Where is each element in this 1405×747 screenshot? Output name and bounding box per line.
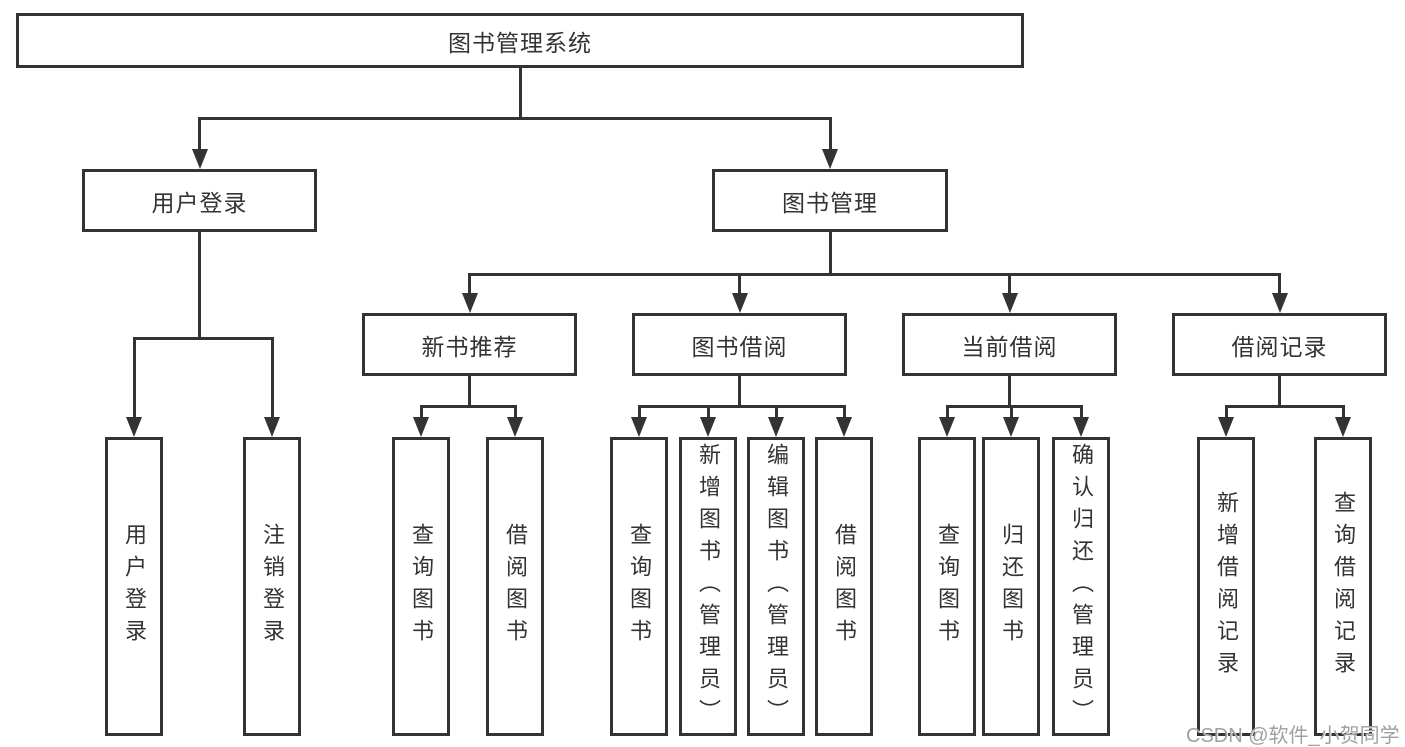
leaf-cb-return-books: 归还图书 <box>982 437 1040 736</box>
arrow-to-leaf-logout <box>270 337 274 417</box>
arrow-to-cb-return-books <box>1009 405 1013 417</box>
connector-user-login-stem <box>198 232 201 339</box>
leaf-logout: 注销登录 <box>243 437 301 736</box>
arrow-to-cb-confirm-return <box>1079 405 1083 417</box>
node-root: 图书管理系统 <box>16 13 1024 68</box>
arrow-to-user-login <box>198 117 201 149</box>
arrow-to-bb-add-book <box>706 405 710 417</box>
leaf-bb-edit-book-admin: 编辑图书（管理员） <box>747 437 805 736</box>
node-current-borrowing: 当前借阅 <box>902 313 1117 376</box>
leaf-cb-confirm-return-admin: 确认归还（管理员） <box>1052 437 1110 736</box>
connector-book-mgmt-stem <box>828 232 832 275</box>
connector-records-hline <box>1224 405 1345 408</box>
arrow-to-cb-query-books <box>945 405 949 417</box>
arrow-to-rec-query-books <box>419 405 423 417</box>
arrow-to-br-add-record <box>1224 405 1228 417</box>
leaf-rec-query-books: 查询图书 <box>392 437 450 736</box>
connector-user-login-hline <box>132 337 274 340</box>
connector-borrowing-hline <box>637 405 846 408</box>
arrow-to-book-management <box>828 117 832 149</box>
leaf-bb-borrow-books: 借阅图书 <box>815 437 873 736</box>
arrow-to-new-book-recommend <box>468 273 471 293</box>
connector-records-stem <box>1278 376 1281 407</box>
arrow-to-leaf-user-login <box>132 337 136 417</box>
leaf-cb-query-books: 查询图书 <box>918 437 976 736</box>
leaf-bb-query-books: 查询图书 <box>610 437 668 736</box>
arrow-to-bb-borrow-books <box>842 405 846 417</box>
leaf-user-login: 用户登录 <box>105 437 163 736</box>
node-new-book-recommend: 新书推荐 <box>362 313 577 376</box>
connector-root-hline <box>198 117 831 120</box>
arrow-to-book-borrowing <box>738 273 741 293</box>
arrow-to-br-query-record <box>1341 405 1345 417</box>
arrow-to-bb-query-books <box>637 405 641 417</box>
connector-borrowing-stem <box>738 376 741 407</box>
arrow-to-borrowing-records <box>1278 273 1281 293</box>
leaf-rec-borrow-books: 借阅图书 <box>486 437 544 736</box>
connector-book-mgmt-hline <box>468 273 1281 276</box>
leaf-bb-add-book-admin: 新增图书（管理员） <box>679 437 737 736</box>
arrow-to-rec-borrow-books <box>513 405 517 417</box>
leaf-br-add-record: 新增借阅记录 <box>1197 437 1255 736</box>
connector-current-stem <box>1008 376 1011 407</box>
leaf-br-query-record: 查询借阅记录 <box>1314 437 1372 736</box>
connector-recommend-hline <box>419 405 517 408</box>
connector-recommend-stem <box>468 376 471 407</box>
arrow-to-bb-edit-book <box>774 405 778 417</box>
connector-current-hline <box>945 405 1083 408</box>
connector-root-stem <box>518 68 522 119</box>
node-user-login: 用户登录 <box>82 169 317 232</box>
arrow-to-current-borrowing <box>1008 273 1011 293</box>
node-book-borrowing: 图书借阅 <box>632 313 847 376</box>
node-borrowing-records: 借阅记录 <box>1172 313 1387 376</box>
node-book-management: 图书管理 <box>712 169 948 232</box>
csdn-watermark: CSDN @软件_小贺同学 <box>1186 725 1400 747</box>
